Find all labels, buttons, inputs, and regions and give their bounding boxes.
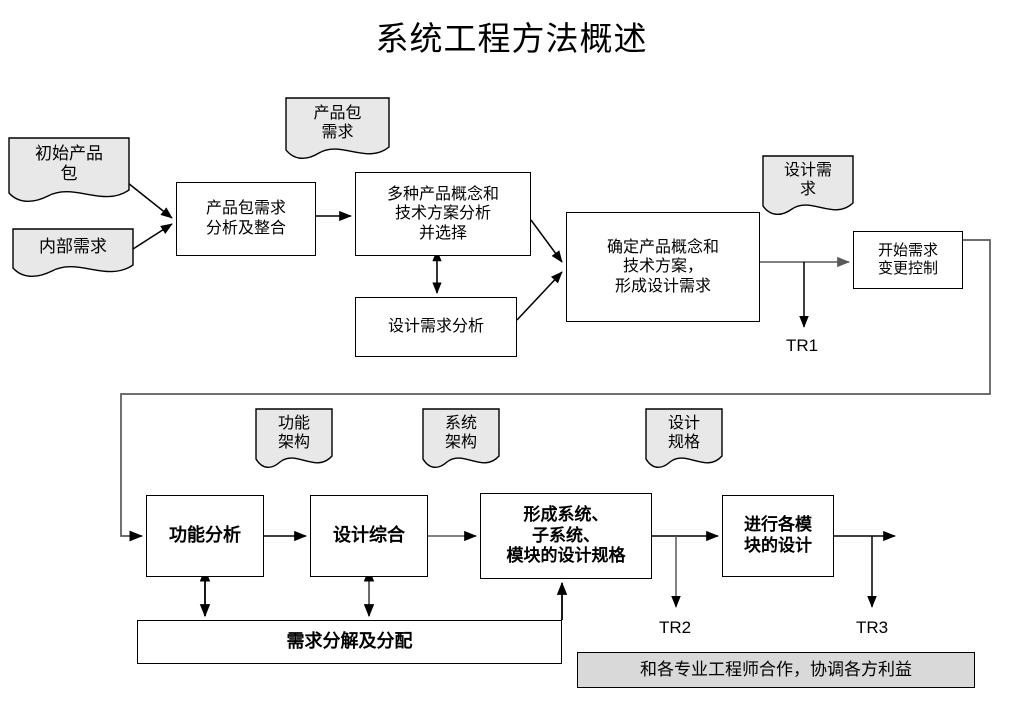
process-req-decomposition[interactable]: 需求分解及分配: [137, 620, 562, 664]
page-title: 系统工程方法概述: [375, 20, 648, 57]
connector-design-req-analysis-to-confirm: [516, 271, 563, 321]
process-design-req-analysis[interactable]: 设计需求分析: [355, 297, 517, 357]
document-label: 初始产品 包: [35, 143, 103, 183]
document-label: 系统 架构: [444, 414, 477, 451]
process-form-system-specs[interactable]: 形成系统、 子系统、 模块的设计规格: [480, 493, 652, 579]
connector-concept-to-confirm: [530, 219, 563, 263]
process-concept-tech-analysis[interactable]: 多种产品概念和 技术方案分析 并选择: [355, 172, 531, 256]
label-tr1: TR1: [786, 336, 819, 355]
document-initial-product-package: 初始产品 包: [8, 137, 130, 202]
document-label: 功能 架构: [277, 414, 310, 451]
document-label: 设计 规格: [667, 414, 700, 451]
document-internal-requirements: 内部需求: [12, 228, 134, 277]
note-collaboration: 和各专业工程师合作，协调各方利益: [577, 652, 975, 688]
document-system-architecture: 系统 架构: [422, 408, 500, 468]
process-module-design[interactable]: 进行各模 块的设计: [722, 495, 834, 577]
process-confirm-concept-tech[interactable]: 确定产品概念和 技术方案， 形成设计需求: [566, 212, 760, 322]
connector-internal-reqs-to-analysis: [132, 223, 173, 250]
document-design-specification: 设计 规格: [645, 408, 723, 468]
process-package-req-analysis[interactable]: 产品包需求 分析及整合: [176, 182, 316, 256]
document-label: 设计需 求: [783, 161, 832, 198]
document-label: 内部需求: [39, 236, 107, 256]
document-design-requirements: 设计需 求: [762, 155, 854, 215]
label-tr2: TR2: [659, 618, 692, 637]
document-functional-architecture: 功能 架构: [255, 408, 333, 468]
document-product-package-reqs: 产品包 需求: [285, 97, 390, 159]
connector-initial-package-to-analysis: [127, 182, 173, 219]
document-label: 产品包 需求: [313, 104, 362, 141]
process-functional-analysis[interactable]: 功能分析: [146, 495, 264, 577]
process-design-synthesis[interactable]: 设计综合: [310, 495, 428, 577]
label-tr3: TR3: [856, 618, 889, 637]
process-start-change-control[interactable]: 开始需求 变更控制: [853, 231, 963, 289]
